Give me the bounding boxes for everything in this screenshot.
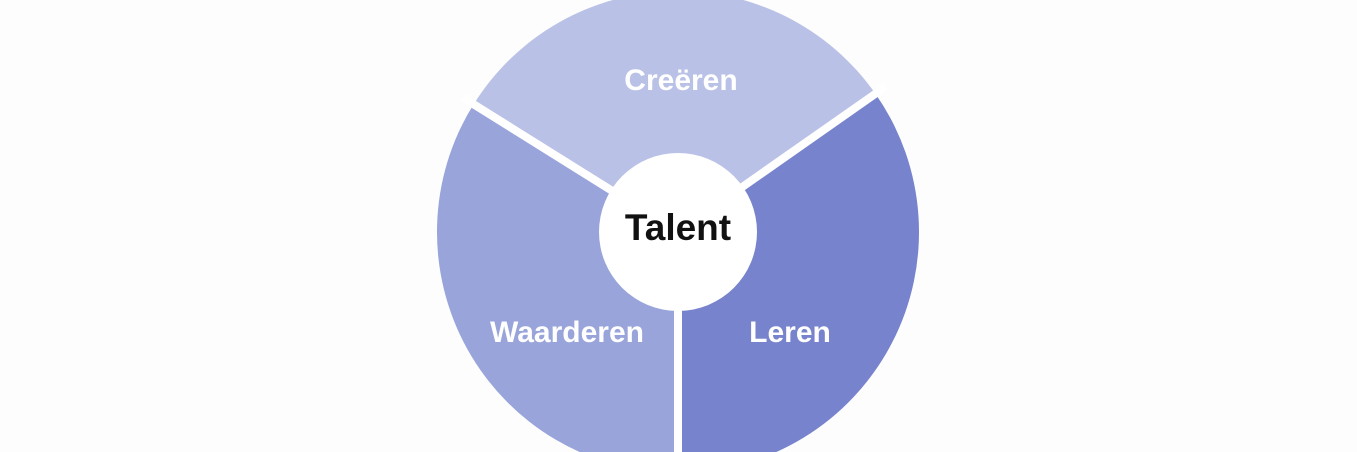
segment-label-leren: Leren — [749, 316, 831, 349]
segment-label-waarderen: Waarderen — [490, 316, 644, 349]
center-hub — [599, 153, 757, 311]
segment-leren — [678, 93, 919, 452]
segment-creeren — [473, 0, 876, 232]
segment-label-creeren: Creëren — [624, 64, 737, 97]
center-label: Talent — [625, 207, 731, 248]
segment-waarderen — [437, 104, 678, 452]
